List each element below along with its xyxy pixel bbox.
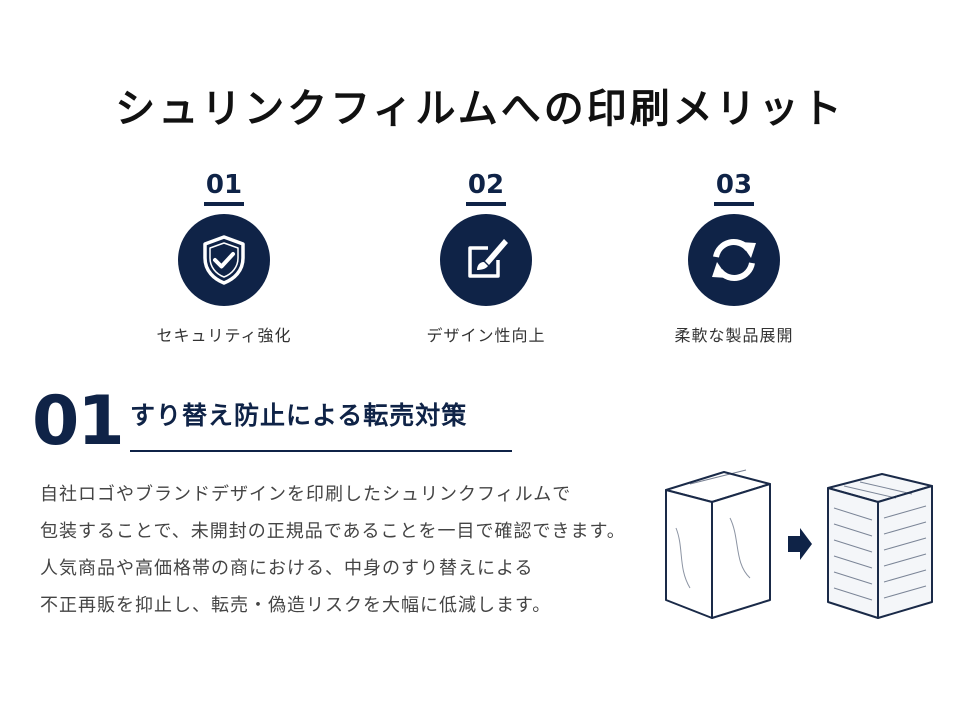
body-line: 不正再販を抑止し、転売・偽造リスクを大幅に低減します。	[40, 595, 552, 616]
feature-label: 柔軟な製品展開	[674, 326, 794, 345]
page-title: シュリンクフィルムへの印刷メリット	[115, 86, 845, 132]
body-line: 自社ロゴやブランドデザインを印刷したシュリンクフィルムで	[40, 484, 572, 505]
shield-check-icon	[178, 214, 270, 306]
feature-number: 03	[713, 170, 755, 206]
refresh-cycle-icon	[688, 214, 780, 306]
arrow-right-icon	[788, 528, 812, 560]
feature-label: デザイン性向上	[426, 326, 546, 345]
feature-design: 02 デザイン性向上	[386, 170, 586, 346]
feature-security: 01 セキュリティ強化	[124, 170, 324, 346]
section-body: 自社ロゴやブランドデザインを印刷したシュリンクフィルムで 包装することで、未開封…	[40, 476, 660, 624]
body-line: 人気商品や高価格帯の商における、中身のすり替えによる	[40, 558, 534, 579]
section-number: 01	[32, 382, 125, 461]
feature-number: 02	[465, 170, 507, 206]
section-heading: すり替え防止による転売対策	[130, 396, 512, 452]
wrapped-box-icon	[827, 473, 933, 619]
body-line: 包装することで、未開封の正規品であることを一目で確認できます。	[40, 521, 626, 542]
section-heading-text: すり替え防止による転売対策	[130, 401, 468, 430]
feature-number: 01	[203, 170, 245, 206]
paintbrush-canvas-icon	[440, 214, 532, 306]
feature-flexibility: 03 柔軟な製品展開	[634, 170, 834, 346]
plain-box-icon	[665, 469, 771, 619]
feature-label: セキュリティ強化	[156, 326, 292, 345]
shrink-wrap-illustration	[665, 469, 933, 619]
